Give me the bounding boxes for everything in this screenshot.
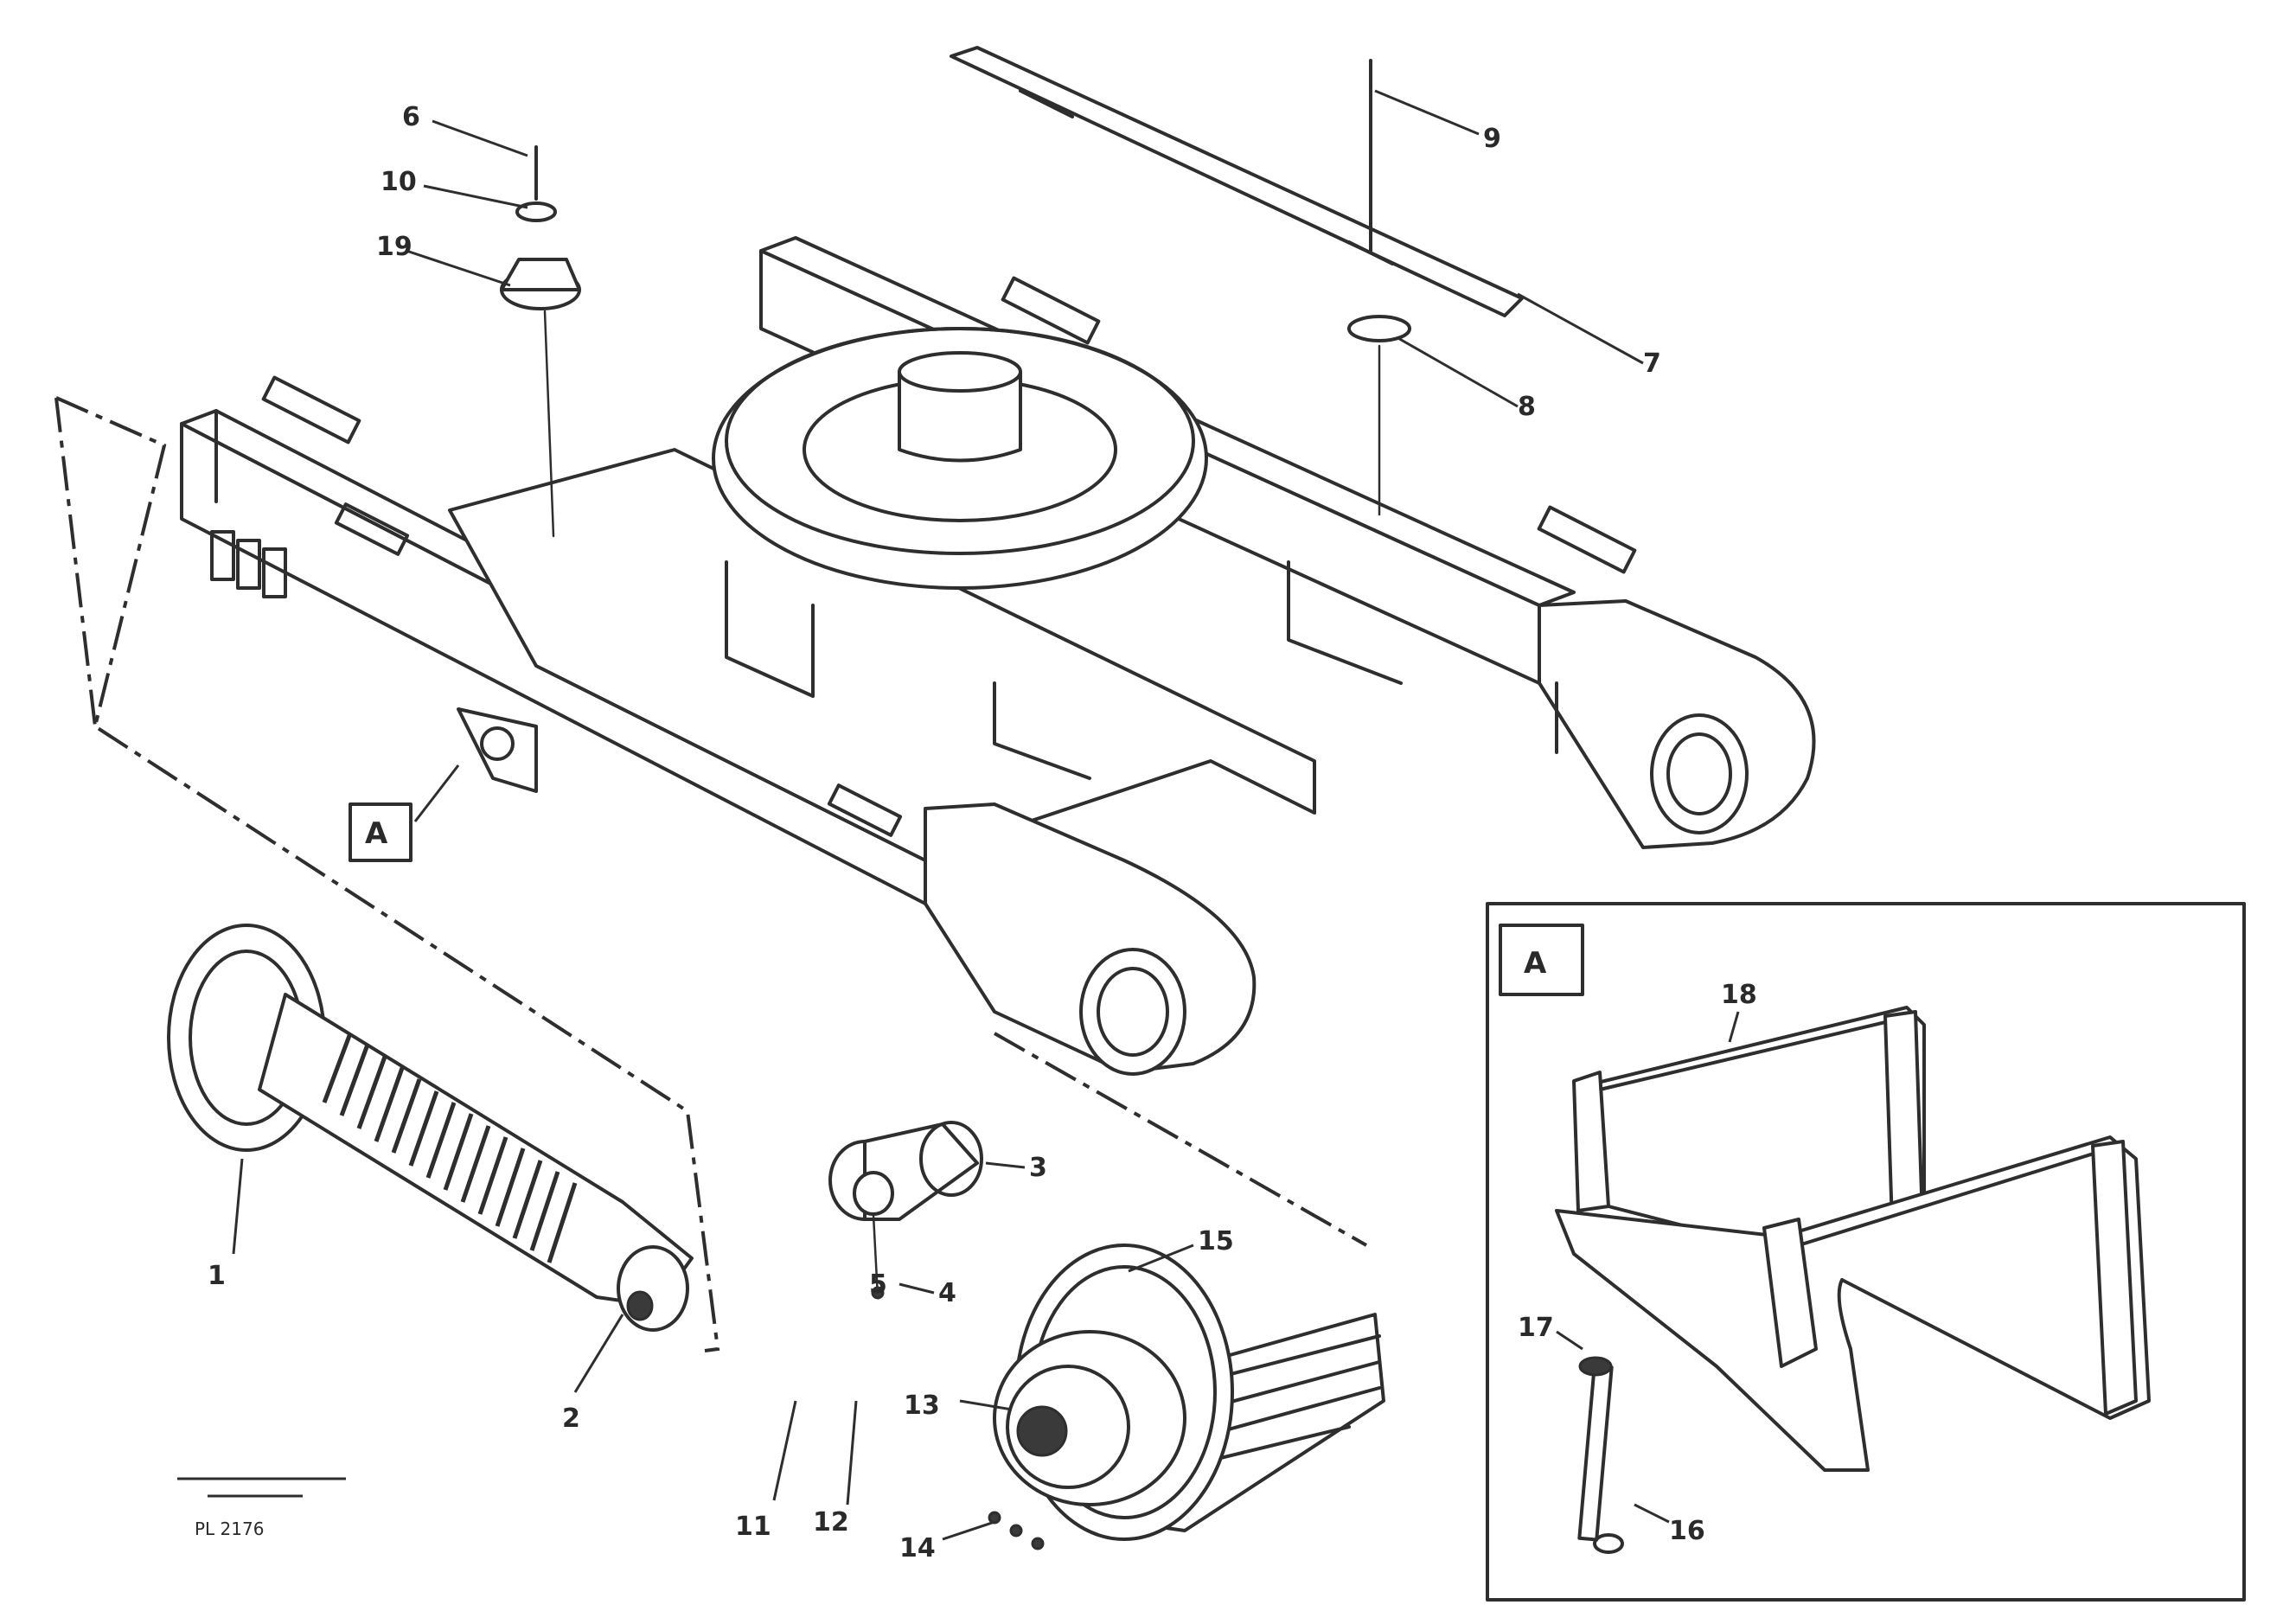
callout-1: 1 [208, 1261, 226, 1291]
track-guard [950, 46, 1524, 317]
callout-numbers: 1 2 3 4 5 6 7 8 9 10 11 12 13 14 15 16 1… [208, 102, 1757, 1563]
fastener-stack-left [500, 145, 581, 538]
detail-inset-frame [1486, 902, 2246, 1602]
drawing-number: PL 2176 [195, 1519, 264, 1539]
turntable [712, 327, 1208, 590]
detail-marker-main-label: A [365, 816, 388, 851]
callout-10: 10 [380, 167, 417, 197]
detail-marker-inset-label: A [1524, 946, 1547, 981]
callout-6: 6 [402, 102, 420, 132]
callout-4: 4 [938, 1278, 956, 1308]
callout-15: 15 [1198, 1226, 1234, 1256]
drawing-reference: PL 2176 [177, 1477, 346, 1539]
callout-19: 19 [376, 232, 412, 262]
guide-block-assembly [1555, 1006, 2151, 1554]
spring-coils [322, 1033, 578, 1263]
detail-outline [54, 396, 1367, 1352]
callout-8: 8 [1518, 392, 1536, 422]
callout-11: 11 [735, 1512, 771, 1542]
detail-marker-inset: A [1524, 946, 1547, 981]
recoil-spring-assembly [167, 924, 694, 1332]
callout-5: 5 [869, 1269, 887, 1300]
callout-18: 18 [1721, 980, 1757, 1010]
callout-2: 2 [562, 1403, 580, 1434]
callout-14: 14 [899, 1533, 936, 1563]
fastener-stack-right [1347, 59, 1411, 516]
track-roller [828, 1121, 983, 1300]
callout-9: 9 [1483, 124, 1501, 154]
callout-16: 16 [1669, 1516, 1705, 1546]
callout-12: 12 [813, 1507, 849, 1538]
callout-3: 3 [1029, 1153, 1047, 1183]
detail-marker-main: A [349, 802, 412, 862]
callout-7: 7 [1643, 348, 1661, 379]
sprocket-drive [988, 1244, 1385, 1550]
leader-lines [232, 89, 1740, 1541]
callout-13: 13 [904, 1391, 940, 1421]
callout-17: 17 [1518, 1313, 1554, 1343]
